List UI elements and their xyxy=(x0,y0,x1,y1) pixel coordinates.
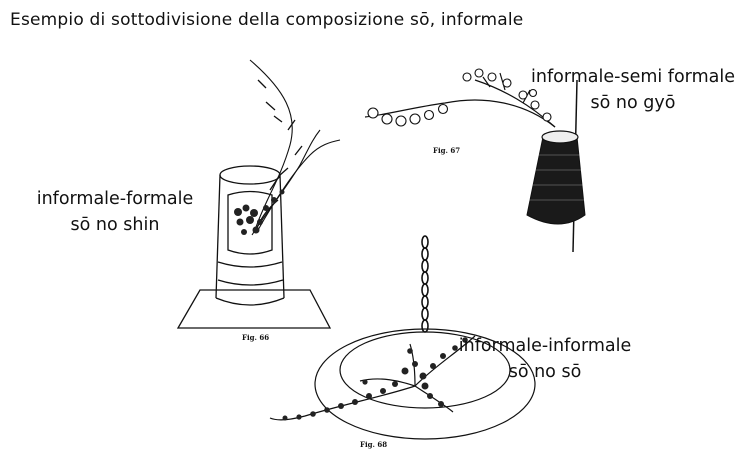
fig66-label-line2: sō no shin xyxy=(70,215,160,235)
fig67-label: informale-semi formale sō no gyō xyxy=(528,64,738,116)
fig67-label-line2: sō no gyō xyxy=(590,93,676,113)
fig67-caption: Fig. 67 xyxy=(433,146,461,155)
fig68-caption: Fig. 68 xyxy=(360,440,388,449)
fig67-illustration xyxy=(364,68,586,253)
fig67-label-line1: informale-semi formale xyxy=(531,67,735,87)
fig66-label-line1: informale-formale xyxy=(36,189,194,209)
fig68-illustration xyxy=(269,235,536,440)
fig66-illustration xyxy=(176,59,341,329)
fig66-label: informale-formale sō no shin xyxy=(30,186,200,238)
page-title: Esempio di sottodivisione della composiz… xyxy=(10,10,524,30)
fig68-label: informale-informale sō no sō xyxy=(455,333,635,385)
fig68-label-line2: sō no sō xyxy=(508,362,582,382)
fig68-label-line1: informale-informale xyxy=(458,336,632,356)
fig66-caption: Fig. 66 xyxy=(242,333,270,342)
